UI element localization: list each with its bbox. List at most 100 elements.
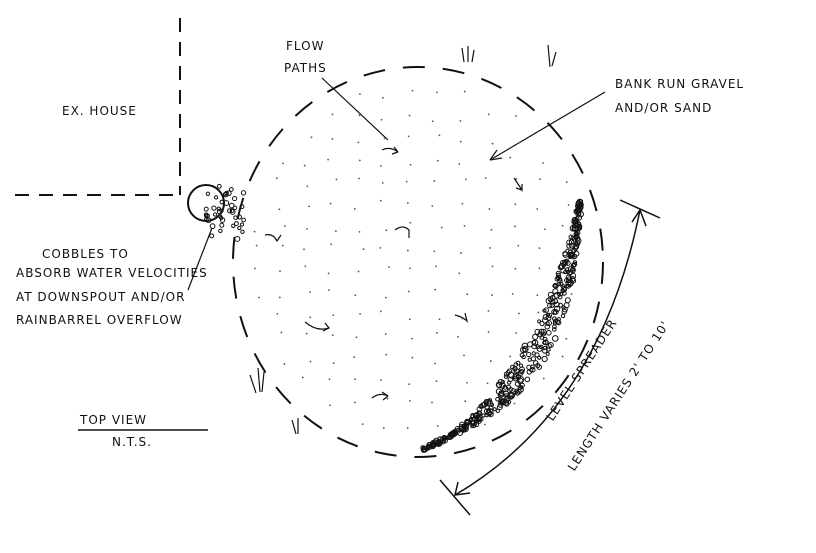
- cobble: [565, 260, 571, 266]
- cobble: [213, 195, 219, 200]
- cobble: [512, 376, 519, 382]
- sand-dot: [355, 336, 358, 339]
- sand-dot: [362, 248, 365, 251]
- sand-dot: [565, 337, 568, 340]
- cobble: [554, 319, 561, 325]
- sand-dot: [487, 331, 490, 333]
- sand-dot: [309, 316, 312, 319]
- sand-dot: [304, 265, 307, 268]
- sand-dot: [281, 162, 284, 165]
- cobble: [537, 319, 542, 324]
- cobble: [485, 398, 492, 405]
- cobble: [461, 425, 468, 432]
- cobble: [241, 217, 246, 223]
- cobble: [240, 190, 247, 196]
- sand-dot: [434, 362, 436, 365]
- gravel-label-1: BANK RUN GRAVEL: [615, 77, 744, 91]
- sand-dot: [358, 159, 361, 162]
- sand-dot: [461, 317, 464, 320]
- sand-dot: [570, 293, 573, 295]
- sand-dot: [382, 427, 385, 429]
- cobble: [487, 411, 494, 418]
- cobble: [556, 291, 561, 296]
- sand-dot: [331, 334, 334, 336]
- sand-dot: [536, 294, 539, 296]
- cobble: [530, 356, 537, 362]
- sand-dot: [491, 142, 494, 145]
- cobble: [205, 191, 211, 196]
- sand-dot: [385, 353, 388, 356]
- cobble: [503, 374, 509, 379]
- sand-dot: [405, 180, 408, 183]
- sand-dot: [484, 423, 486, 426]
- flow-paths-label-2: PATHS: [284, 61, 327, 75]
- sand-dot: [457, 335, 459, 338]
- cobble: [531, 339, 539, 346]
- sand-dot: [567, 204, 570, 206]
- cobble: [497, 402, 504, 408]
- cobble: [555, 274, 562, 281]
- cobble: [560, 313, 566, 319]
- sand-dot: [329, 202, 332, 205]
- cobble: [513, 366, 518, 371]
- cobble: [549, 298, 556, 305]
- cobble: [421, 446, 426, 451]
- cobble: [547, 291, 554, 298]
- sand-dot: [513, 402, 516, 405]
- sand-dot: [463, 354, 465, 357]
- sand-dot: [464, 400, 467, 403]
- cobble: [228, 187, 234, 192]
- sand-dot: [410, 337, 413, 340]
- sand-dot: [306, 185, 309, 188]
- arrowhead-top: [631, 208, 647, 227]
- cobble: [231, 195, 238, 202]
- flow-paths-label-1: FLOW: [286, 39, 324, 53]
- sand-dot: [438, 318, 441, 321]
- sand-dot: [438, 134, 441, 137]
- sand-dot: [283, 225, 286, 228]
- cobble: [209, 233, 215, 239]
- sand-dot: [409, 267, 411, 270]
- cobble: [519, 382, 525, 388]
- cobble: [219, 222, 225, 228]
- cobble: [565, 269, 570, 274]
- cobble: [501, 398, 506, 404]
- cobble: [240, 229, 245, 234]
- sand-dot: [280, 331, 283, 334]
- cobble: [527, 341, 534, 348]
- cobble: [462, 428, 467, 433]
- cobbles-label-4: RAINBARREL OVERFLOW: [16, 313, 183, 327]
- sand-dot: [406, 427, 409, 429]
- sand-dot: [409, 221, 412, 224]
- cobble: [430, 443, 436, 449]
- sand-dot: [303, 248, 305, 251]
- cobble: [553, 309, 559, 315]
- cobble: [420, 446, 427, 453]
- cobbles-label-3: AT DOWNSPOUT AND/OR: [16, 290, 185, 304]
- length-label: LENGTH VARIES 2' TO 10': [565, 318, 672, 473]
- sand-dot: [440, 226, 443, 229]
- level-spreader-dimension-line: [454, 209, 641, 496]
- sand-dot: [434, 288, 437, 291]
- cobble: [231, 223, 236, 228]
- cobble: [547, 302, 553, 309]
- cobble: [216, 206, 222, 212]
- cobble: [539, 320, 545, 327]
- sand-dot: [309, 291, 311, 294]
- sand-dot: [515, 115, 517, 117]
- sand-dot: [358, 93, 361, 96]
- cobble: [508, 386, 514, 392]
- sand-dot: [517, 312, 520, 315]
- sand-dot: [283, 363, 286, 365]
- cobble: [518, 366, 526, 373]
- cobble: [571, 236, 578, 243]
- sand-dot: [353, 356, 356, 358]
- cobble: [541, 355, 548, 363]
- sand-dot: [491, 294, 493, 296]
- sand-dot: [327, 289, 330, 292]
- sand-dot: [380, 379, 382, 382]
- cobble: [551, 327, 557, 332]
- sand-dot: [359, 312, 362, 315]
- sand-dot: [407, 290, 410, 293]
- cobble: [487, 398, 493, 403]
